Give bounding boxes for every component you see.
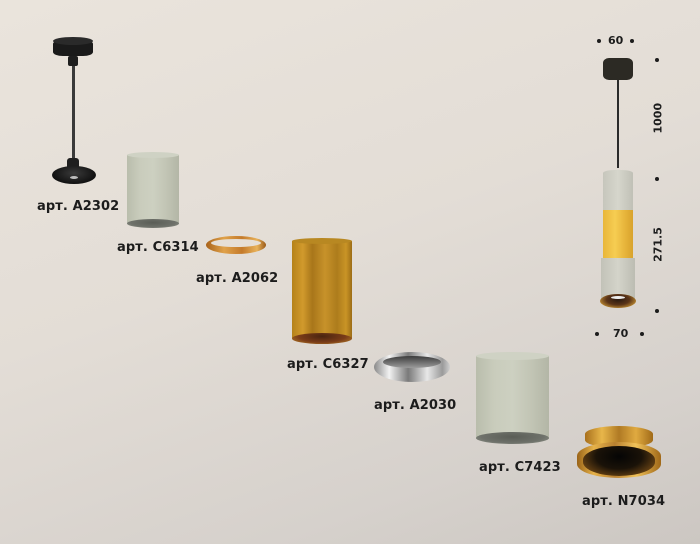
ring-inner [383, 356, 441, 368]
dimension-body-width: 70 [613, 327, 629, 340]
dimension-body-height: 271.5 [651, 227, 665, 262]
label-c6314: арт. C6314 [117, 240, 199, 255]
mounting-plate-shape [52, 166, 96, 184]
cylinder-c6314 [127, 152, 179, 228]
cylinder-c7423 [476, 352, 549, 444]
cylinder-top [292, 238, 352, 244]
assembled-gold-section [603, 210, 633, 258]
assembled-upper-grey-section [603, 170, 633, 212]
dimension-dot [597, 39, 601, 43]
label-c7423: арт. C7423 [479, 460, 561, 475]
cylinder-body [476, 356, 549, 439]
dimension-dot [630, 39, 634, 43]
assembled-canopy [603, 58, 633, 80]
cord-collar-bottom [67, 158, 79, 168]
ring-n7034 [577, 422, 661, 480]
ring-a2062 [206, 236, 266, 254]
ring-a2030 [374, 352, 450, 382]
cylinder-opening [292, 333, 352, 344]
label-a2062: арт. A2062 [196, 271, 279, 286]
canopy-top-shape [53, 37, 93, 45]
dimension-dot [655, 309, 659, 313]
cylinder-top [476, 352, 549, 360]
cylinder-top [127, 152, 179, 158]
cylinder-opening [127, 219, 179, 228]
dimension-dot [640, 332, 644, 336]
label-n7034: арт. N7034 [582, 494, 666, 509]
plate-detail [70, 176, 78, 179]
dimension-canopy-width: 60 [608, 34, 624, 47]
cylinder-body [292, 241, 352, 339]
cylinder-c6327 [292, 238, 352, 344]
label-c6327: арт. C6327 [287, 357, 369, 372]
dimension-cord-length: 1000 [651, 102, 665, 134]
cord-shape [72, 66, 75, 162]
dimension-dot [595, 332, 599, 336]
cord-collar-top [68, 56, 78, 66]
cylinder-opening [476, 432, 549, 444]
dimension-dot [655, 177, 659, 181]
assembled-lower-grey-section [601, 258, 635, 300]
cylinder-body [127, 155, 179, 224]
ring-inner [211, 239, 261, 247]
assembled-reflector [600, 294, 636, 308]
dimension-dot [655, 58, 659, 62]
assembled-cord [617, 80, 619, 168]
assembled-led [611, 296, 625, 299]
label-a2030: арт. A2030 [374, 398, 457, 413]
reflector-interior [583, 446, 655, 476]
label-a2302: арт. A2302 [37, 199, 120, 214]
